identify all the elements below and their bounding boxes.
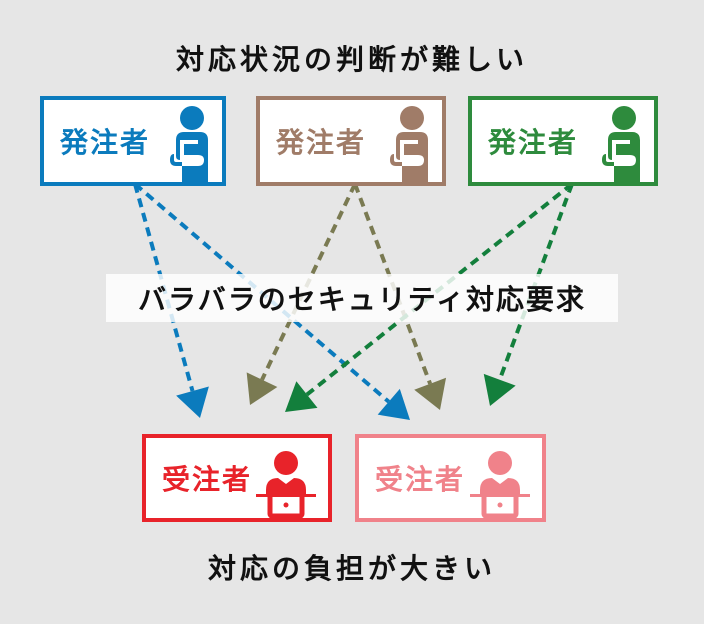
orderer-label: 発注者 [276, 126, 367, 159]
person-icon [602, 106, 640, 182]
middle-label: バラバラのセキュリティ対応要求 [106, 274, 618, 322]
bottom-title: 対応の負担が大きい [207, 552, 496, 585]
contractor-label: 受注者 [375, 463, 466, 496]
person-icon [390, 106, 428, 182]
arrow-olive-to-right-head [414, 377, 447, 410]
arrow-green-to-right-line [497, 183, 574, 381]
top-title: 対応状況の判断が難しい [175, 43, 528, 76]
orderer-box-brown: 発注者 [256, 96, 446, 186]
person-laptop-icon [470, 451, 530, 518]
arrow-blue-to-left-head [176, 386, 209, 418]
orderer-label: 発注者 [60, 126, 151, 159]
arrow-olive-to-left-head [246, 372, 278, 405]
contractor-box-red: 受注者 [142, 434, 332, 522]
contractor-label: 受注者 [162, 463, 253, 496]
orderer-box-green: 発注者 [468, 96, 658, 186]
arrow-blue-to-right-head [377, 388, 410, 420]
person-laptop-icon [256, 451, 316, 518]
person-icon [170, 106, 208, 182]
orderer-label: 発注者 [488, 126, 579, 159]
orderer-box-blue: 発注者 [40, 96, 226, 186]
arrow-green-to-right-head [483, 373, 516, 406]
contractor-box-pink: 受注者 [355, 434, 546, 522]
arrow-green-to-left-head [285, 381, 318, 412]
